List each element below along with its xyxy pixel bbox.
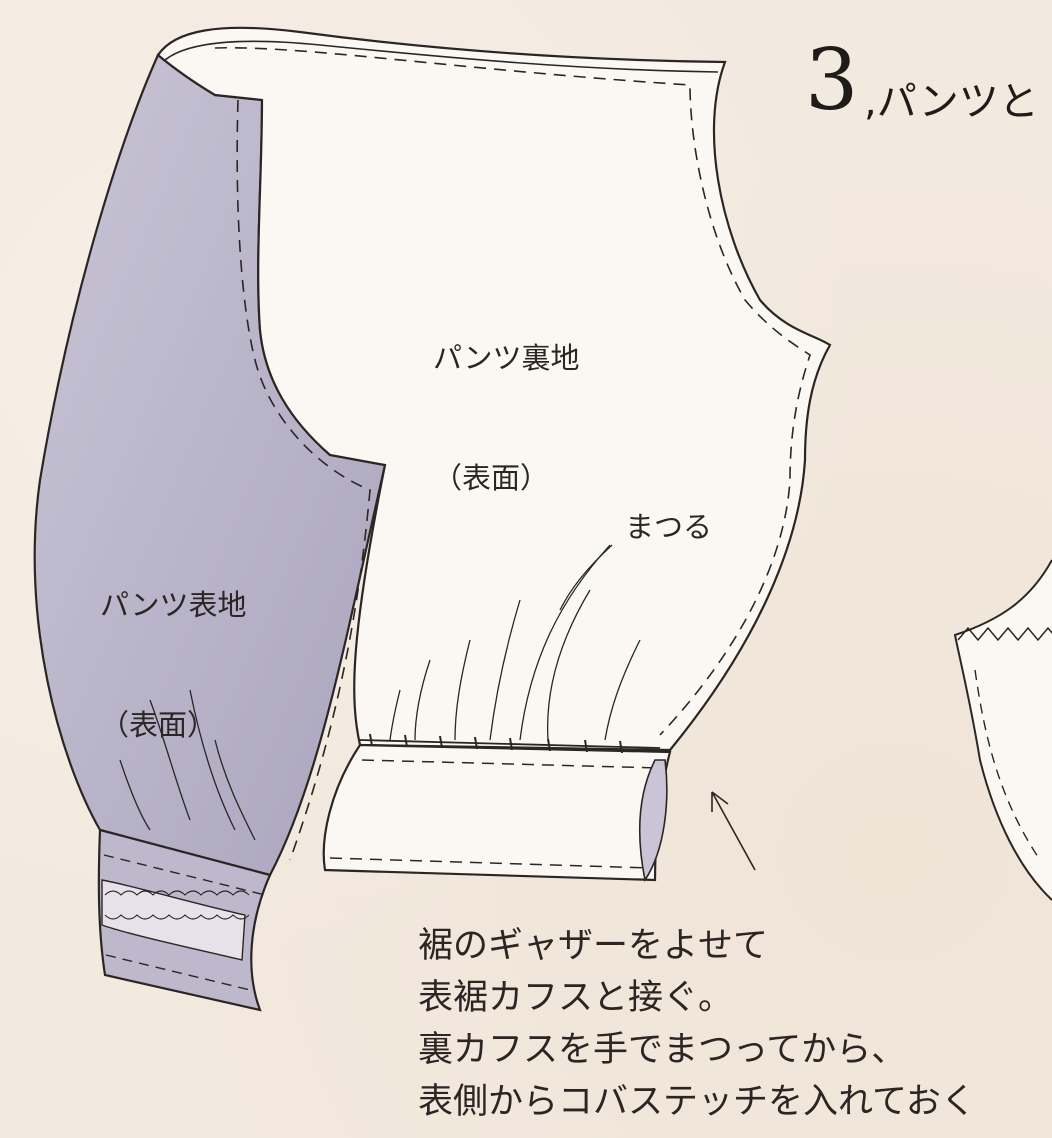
lining-fabric-panel	[156, 26, 832, 752]
hand-stitch-marks	[359, 733, 661, 754]
outer-label-side: （表面）	[100, 708, 217, 742]
matsuru-leader	[559, 544, 613, 611]
lining-label-side: （表面）	[433, 461, 550, 495]
instruction-line-1: 裾のギャザーをよせて	[418, 926, 769, 966]
lining-cuff-stitch-top	[361, 759, 661, 769]
next-step-zigzag	[957, 626, 1052, 642]
lining-gathers	[389, 544, 641, 741]
outer-label: パンツ表地 （表面）	[100, 505, 246, 785]
step-title: ,パンツと	[864, 79, 1039, 125]
instructions-text: 裾のギャザーをよせて 表裾カフスと接ぐ。 裏カフスを手でまつってから、 表側から…	[418, 920, 976, 1128]
waist-edge	[164, 40, 719, 73]
outer-cuff-lace	[101, 879, 246, 961]
instruction-line-4: 表側からコバステッチを入れておく	[418, 1082, 976, 1122]
lining-cuff-stitch-bottom	[329, 857, 651, 869]
lining-label-name: パンツ裏地	[433, 341, 580, 375]
outer-gathers	[119, 689, 256, 841]
next-step-stitch	[974, 669, 1041, 861]
cuff-side-fold	[639, 759, 668, 883]
lace-scallops	[104, 890, 250, 920]
outer-cuff-stitch	[103, 854, 266, 991]
outer-label-name: パンツ表地	[100, 588, 247, 622]
lining-stitch-line	[214, 46, 811, 736]
arrow-pointer	[711, 791, 756, 871]
instruction-line-2: 表裾カフスと接ぐ。	[418, 978, 734, 1018]
outer-stitch-line	[236, 99, 371, 861]
instruction-line-3: 裏カフスを手でまつってから、	[418, 1030, 907, 1070]
matsuru-label: まつる	[625, 510, 713, 544]
step-number: 3	[805, 31, 859, 129]
next-step-illustration	[953, 559, 1052, 901]
lining-label: パンツ裏地 （表面）	[433, 258, 579, 538]
